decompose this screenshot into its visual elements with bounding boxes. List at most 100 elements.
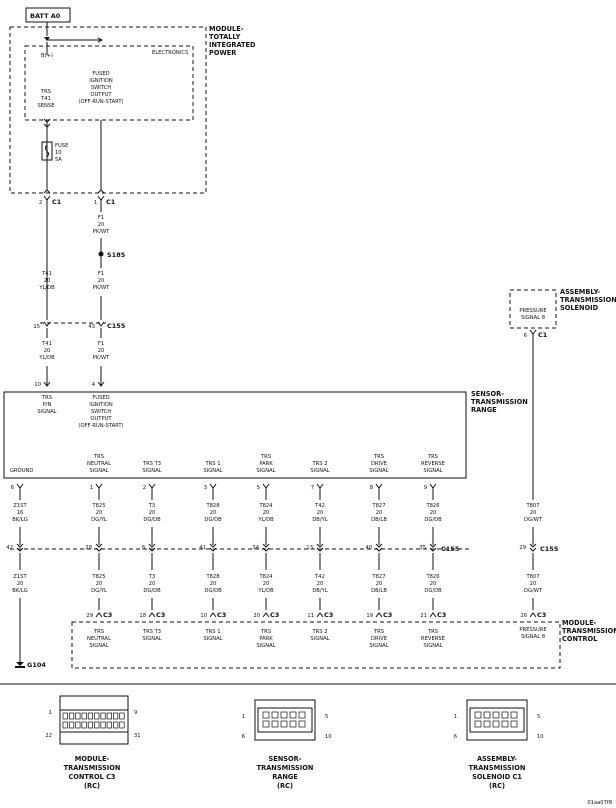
connector-symbol xyxy=(429,483,437,489)
tcm-signal-label: SIGNAL xyxy=(310,636,329,642)
solenoid-pressure-label: SIGNAL 8 xyxy=(521,315,545,321)
trs-signal-label: SIGNAL xyxy=(423,468,442,474)
connector-title: SOLENOID C1 xyxy=(472,773,522,781)
c3-label: C3 xyxy=(324,611,333,619)
c155-pin: 40 xyxy=(365,545,372,551)
fused-output-label: (OFF-RUN-START) xyxy=(78,99,123,105)
wire-label: T825 xyxy=(91,503,105,509)
tcm-signal-label: SIGNAL xyxy=(256,643,275,649)
connector-chevron xyxy=(529,543,537,548)
wire-label: DG/DB xyxy=(424,588,442,594)
tcm-pressure-label: PRESSURE xyxy=(519,627,546,633)
c155-pin: 41 xyxy=(199,545,206,551)
wire-label: 20 xyxy=(210,510,217,516)
c155-label: C155 xyxy=(441,545,460,553)
c155-pin: 29 xyxy=(519,545,526,551)
trs-bottom-pin: 8 xyxy=(370,485,373,491)
trs-signal-label: SIGNAL xyxy=(142,468,161,474)
connector-face xyxy=(257,707,313,733)
electronics-label: ELECTRONICS xyxy=(152,50,188,56)
connector-symbol xyxy=(95,612,103,618)
wire-label: T3 xyxy=(148,574,155,580)
connector-pin xyxy=(483,711,491,719)
wire-label: 20 xyxy=(210,581,217,587)
wire-label: T828 xyxy=(205,503,219,509)
c155-pin: 8 xyxy=(142,545,145,551)
fuse-label: 10 xyxy=(55,150,62,156)
batt-label: BATT A0 xyxy=(30,12,61,20)
tcm-title: MODULE- xyxy=(562,619,597,627)
tipm-title: INTEGRATED xyxy=(209,41,256,49)
solenoid-pressure-label: PRESSURE xyxy=(519,308,546,314)
f1-wire-label: 20 xyxy=(98,222,105,228)
trs-signal-label: TRS 1 xyxy=(204,461,220,467)
connector-symbol xyxy=(262,483,270,489)
connector-pin xyxy=(271,720,279,728)
connector-title: (RC) xyxy=(277,782,293,790)
wire-label: DG/YL xyxy=(91,517,107,523)
wire-label: DB/LB xyxy=(371,517,387,523)
tcm-signal-label: TRS T3 xyxy=(142,629,161,635)
connector-pin xyxy=(94,712,100,720)
trs-bottom-pin: 6 xyxy=(11,485,14,491)
trs-sense-label: T41 xyxy=(40,96,51,102)
c155-label: C155 xyxy=(540,545,559,553)
connector-title: MODULE- xyxy=(75,755,110,763)
trs-title: RANGE xyxy=(471,406,497,414)
tcm-signal-label: SIGNAL xyxy=(203,636,222,642)
fused-input-label: OUTPUT xyxy=(90,416,112,422)
connector-symbol xyxy=(16,483,24,489)
fused-output-label: OUTPUT xyxy=(90,92,112,98)
wire-label: DB/YL xyxy=(312,588,327,594)
connector-pin xyxy=(474,711,482,719)
tipm-title: MODULE- xyxy=(209,25,244,33)
connector-pin xyxy=(68,712,75,720)
trs-signal-label: PARK xyxy=(259,461,273,467)
wire-label: 16 xyxy=(17,510,24,516)
tcm-pressure-label: SIGNAL 8 xyxy=(521,634,545,640)
wire-label: YL/DB xyxy=(257,517,274,523)
connector-pin xyxy=(113,712,119,720)
tcm-signal-label: TRS xyxy=(427,629,438,635)
t41-label: T41 xyxy=(41,271,52,277)
connector-pin xyxy=(87,721,94,729)
conn-pin: 1 xyxy=(454,714,457,720)
ground-label: GROUND xyxy=(10,468,33,474)
fused-output-label: SWITCH xyxy=(91,85,111,91)
tcm-title: TRANSMISSION xyxy=(562,627,616,635)
tipm-title: POWER xyxy=(209,49,236,57)
tipm-title: TOTALLY xyxy=(209,33,241,41)
c3-label: C3 xyxy=(270,611,279,619)
trs-signal-label: DRIVE xyxy=(371,461,387,467)
trs-signal-label: SIGNAL xyxy=(89,468,108,474)
connector-chevron xyxy=(429,543,437,548)
solenoid-pin: 6 xyxy=(524,333,527,339)
connector-c3-body xyxy=(59,695,129,745)
trs-signal-label: TRS xyxy=(260,454,271,460)
connector-pin xyxy=(119,712,125,720)
trs-sense-label: TRS xyxy=(40,89,51,95)
tcm-signal-label: TRS xyxy=(93,629,104,635)
batt-box xyxy=(25,7,71,23)
wire-label: DB/YL xyxy=(312,517,327,523)
ground-label: G104 xyxy=(27,661,46,669)
connector-pin xyxy=(100,721,106,729)
connector-chevron xyxy=(262,543,270,548)
connector-pin xyxy=(68,721,75,729)
fused-input-label: SWITCH xyxy=(91,409,111,415)
c3-label: C3 xyxy=(437,611,446,619)
connector-title: RANGE xyxy=(272,773,298,781)
c3-label: C3 xyxy=(156,611,165,619)
connector-symbol xyxy=(209,483,217,489)
wire-label: 20 xyxy=(317,581,324,587)
tcm-signal-label: PARK xyxy=(259,636,273,642)
splice-label: S185 xyxy=(107,251,126,259)
connector-chevron xyxy=(529,547,537,552)
wire-label: T825 xyxy=(91,574,105,580)
c3-pin: 19 xyxy=(366,613,373,619)
c155-label: C155 xyxy=(107,322,126,330)
solenoid-c1-label: C1 xyxy=(538,331,548,339)
trs-signal-label: TRS xyxy=(93,454,104,460)
connector-symbol xyxy=(43,381,51,387)
